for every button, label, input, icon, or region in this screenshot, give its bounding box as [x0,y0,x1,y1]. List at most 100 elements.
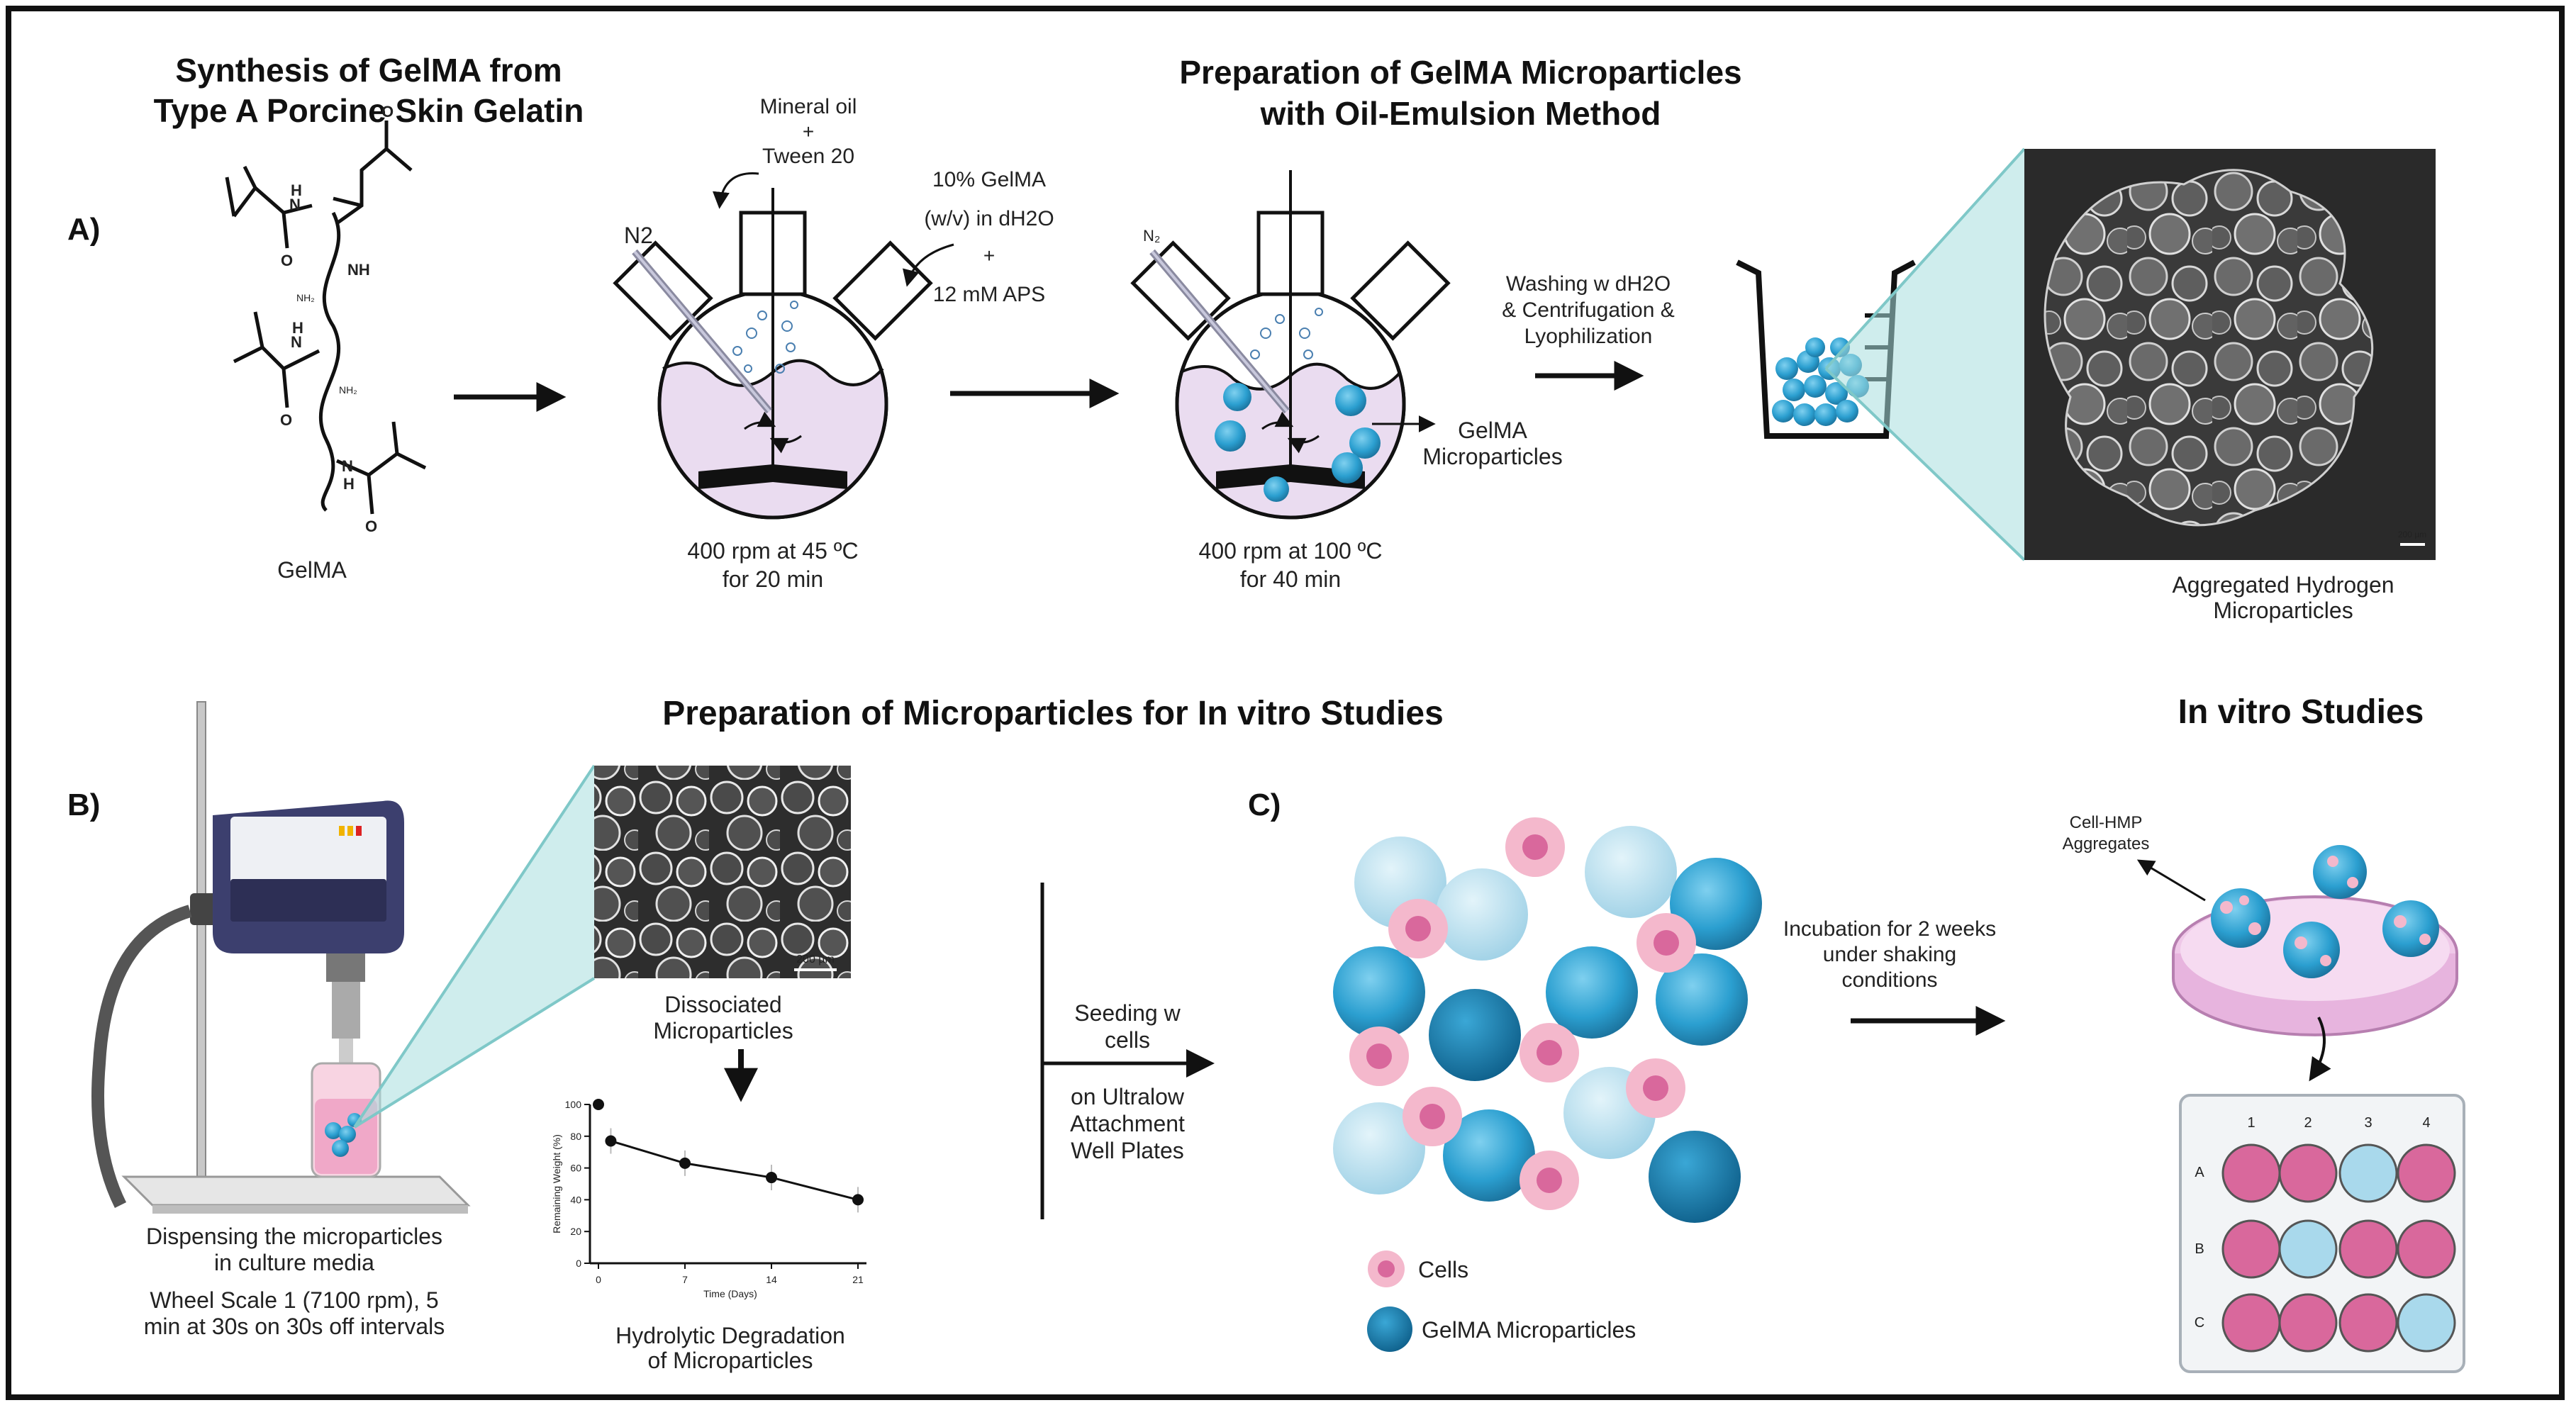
n2-label-small: N₂ [1143,227,1160,245]
well-b1 [2221,1219,2281,1279]
plate-label-3: Well Plates [1071,1138,1183,1163]
atom-nh2-1: NH₂ [296,292,315,303]
gelma-atom-labels: N H NH NH₂ N H NH₂ O N H O O O [280,103,394,535]
gelma-structure [225,121,427,515]
flask2-caption-1: 400 rpm at 100 ºC [1199,538,1383,564]
chart-point [593,1099,604,1110]
aggregated-caption-2: Microparticles [2213,598,2353,623]
graph-caption-1: Hydrolytic Degradation [615,1323,845,1348]
flask1-caption-1: 400 rpm at 45 ºC [687,538,858,564]
chart-point [852,1194,864,1206]
gelma-solution-2: (w/v) in dH2O [924,207,1054,230]
well-col-4: 4 [2422,1115,2430,1131]
oil-label-2: + [803,121,814,142]
oil-label-3: Tween 20 [762,145,854,168]
chart-y-tick-label: 0 [576,1258,581,1269]
chart-x-tick-label: 21 [852,1274,864,1285]
chart-y-tick-label: 60 [570,1163,581,1174]
chart-x-label: Time (Days) [703,1288,757,1299]
well-col-1: 1 [2247,1115,2255,1131]
flask1-caption-2: for 20 min [723,566,823,592]
heading-synthesis-line1: Synthesis of GelMA from [175,52,562,89]
well-col-2: 2 [2304,1115,2312,1131]
homogenizer [91,701,471,1214]
panel-a-label: A) [67,212,100,247]
heading-in-vitro-studies: In vitro Studies [2178,693,2424,731]
gelma-solution-arrow [903,243,954,287]
flask-2 [1130,170,1451,520]
atom-o-3: O [280,411,292,429]
plate-label-2: Attachment [1070,1111,1185,1136]
dissociated-caption-1: Dissociated [664,992,781,1017]
heading-preparation-line1: Preparation of GelMA Microparticles [1179,54,1741,91]
microparticles-label-1: GelMA [1458,418,1527,443]
well-c1 [2221,1293,2281,1353]
atom-o-2: O [381,103,394,121]
atom-nh-1: NH [347,261,370,279]
degradation-chart: Time (Days) Remaining Weight (%) 0204060… [551,1099,866,1299]
heading-preparation-line2: with Oil-Emulsion Method [1260,95,1661,132]
chart-point [766,1172,777,1184]
incubation-label-2: under shaking [1823,943,1956,966]
panel-b-label: B) [67,788,100,822]
n2-label: N2 [624,223,653,248]
washing-label-3: Lyophilization [1524,325,1653,348]
incubation-label-3: conditions [1841,968,1937,992]
plate-label-1: on Ultralow [1071,1084,1185,1109]
chart-y-tick-label: 20 [570,1226,581,1237]
gelma-solution-3: + [983,245,995,267]
microparticles-label-2: Microparticles [1422,444,1562,469]
aggregates-label-2: Aggregates [2063,834,2150,854]
chart-x-tick-label: 0 [596,1274,601,1285]
scale-bar-b: 200 µm [796,953,835,966]
washing-label-1: Washing w dH2O [1506,272,1671,296]
atom-o-1: O [281,252,293,269]
graph-caption-2: of Microparticles [648,1348,813,1373]
well-b4 [2397,1219,2456,1279]
washing-label-2: & Centrifugation & [1502,298,1674,322]
well-c4 [2397,1293,2456,1353]
well-c3 [2338,1293,2398,1353]
atom-n-2: N [291,333,302,351]
panel-c-label: C) [1248,788,1281,822]
heading-synthesis-line2: Type A Porcine Skin Gelatin [154,92,584,129]
oil-label-1: Mineral oil [760,95,857,118]
legend-microparticles: GelMA Microparticles [1422,1317,1636,1343]
well-plate: 1 2 3 4 A B C [2179,1094,2465,1373]
chart-x-tick-label: 7 [682,1274,688,1285]
aggregates-label-1: Cell-HMP [2070,813,2143,832]
atom-o-4: O [365,517,377,535]
well-c2 [2278,1293,2338,1353]
chart-point [605,1135,617,1147]
well-a1 [2221,1143,2281,1203]
cell-particle-cluster [1333,817,1762,1223]
chart-y-tick-label: 80 [570,1131,581,1142]
well-row-c: C [2195,1315,2204,1331]
legend-cells: Cells [1418,1257,1468,1282]
chart-y-tick-label: 40 [570,1194,581,1205]
chart-point [679,1157,691,1169]
well-b3 [2338,1219,2398,1279]
dispense-caption-2: in culture media [214,1250,374,1275]
well-a3 [2338,1143,2398,1203]
dissociated-caption-2: Microparticles [653,1018,793,1043]
atom-nh2-2: NH₂ [339,384,357,396]
legend-microparticle-icon [1367,1307,1412,1352]
gelma-solution-4: 12 mM APS [933,283,1045,306]
settings-caption-2: min at 30s on 30s off intervals [144,1314,445,1339]
gelma-label: GelMA [277,557,347,583]
micrograph-aggregated: 200 µm [2024,149,2436,560]
seeding-label-1: Seeding w [1074,1000,1181,1026]
well-row-b: B [2195,1241,2204,1257]
flask2-caption-2: for 40 min [1240,566,1341,592]
atom-h-3: H [343,475,355,493]
chart-series-line [610,1140,859,1201]
atom-n-3: N [342,457,353,475]
settings-caption-1: Wheel Scale 1 (7100 rpm), 5 [150,1287,438,1313]
scale-bar-a: 200 µm [2398,530,2426,539]
seeding-label-2: cells [1105,1027,1150,1053]
aggregated-caption-1: Aggregated Hydrogen [2172,572,2394,598]
gelma-solution-1: 10% GelMA [932,168,1046,191]
well-b2 [2278,1219,2338,1279]
